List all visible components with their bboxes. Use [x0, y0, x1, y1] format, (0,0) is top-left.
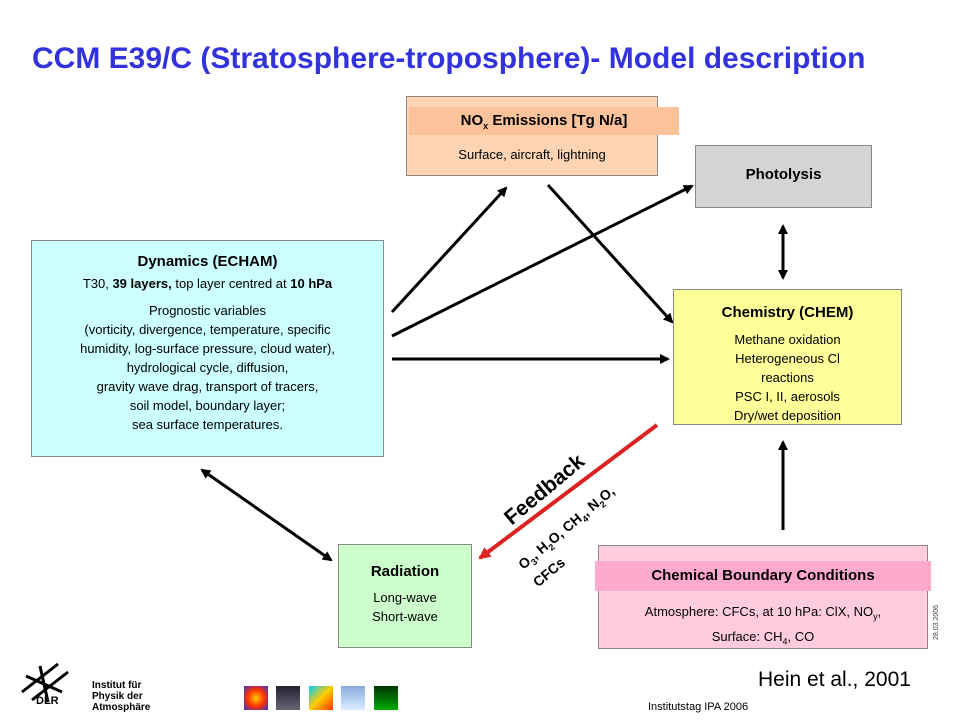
ozone-map-thumbnail — [244, 686, 268, 710]
thumbnail-strip — [244, 686, 402, 715]
radiation-box: Radiation Long-wave Short-wave — [338, 544, 472, 648]
arrow-dynamics-to-nox — [390, 186, 508, 314]
chemical-boundary-conditions-description: Atmosphere: CFCs, at 10 hPa: ClX, NOy, S… — [644, 604, 882, 647]
nox-emissions-box: NOx Emissions [Tg N/a] Surface, aircraft… — [406, 96, 679, 176]
radiation-title: Radiation — [370, 563, 440, 580]
nox-emissions-title: NOx Emissions [Tg N/a] — [409, 107, 679, 135]
dynamics-resolution: T30, 39 layers, top layer centred at 10 … — [82, 276, 333, 291]
dynamics-title: Dynamics (ECHAM) — [137, 253, 278, 270]
dynamics-box: Dynamics (ECHAM) T30, 39 layers, top lay… — [31, 240, 384, 457]
chemical-boundary-conditions-box: Chemical Boundary Conditions Atmosphere:… — [595, 545, 931, 649]
nox-emissions-sources: Surface, aircraft, lightning — [458, 147, 606, 162]
aircraft-thumbnail — [276, 686, 301, 710]
photolysis-box: Photolysis — [695, 145, 872, 208]
photolysis-title: Photolysis — [745, 166, 822, 183]
chemistry-box: Methane oxidation Heterogeneous Cl react… — [673, 289, 902, 425]
dynamics-description: Prognostic variables (vorticity, diverge… — [80, 303, 335, 432]
dlr-logo-icon — [21, 662, 69, 703]
page-title: CCM E39/C (Stratosphere-troposphere)- Mo… — [32, 42, 866, 75]
arrow-dynamics-radiation — [200, 468, 333, 562]
citation: Hein et al., 2001 — [758, 668, 911, 691]
chemical-boundary-conditions-title: Chemical Boundary Conditions — [595, 561, 931, 591]
footer-text: Institutstag IPA 2006 — [648, 701, 749, 713]
field-map-thumbnail — [308, 686, 333, 710]
chemistry-description: Methane oxidation Heterogeneous Cl react… — [734, 332, 841, 423]
date-stamp: 28.03.2006 — [933, 604, 940, 640]
arrow-nox-to-chemistry — [546, 183, 674, 324]
institute-name: Institut für Physik der Atmosphäre — [92, 680, 151, 713]
feedback-arrow — [478, 423, 659, 560]
radar-thumbnail — [373, 686, 398, 710]
arrow-dynamics-to-photolysis — [391, 184, 694, 338]
radiation-description: Long-wave Short-wave — [372, 590, 438, 624]
dlr-logo-text: DLR — [36, 695, 59, 707]
cloud-thumbnail — [341, 686, 366, 710]
chemistry-title: Chemistry (CHEM) — [721, 304, 854, 321]
